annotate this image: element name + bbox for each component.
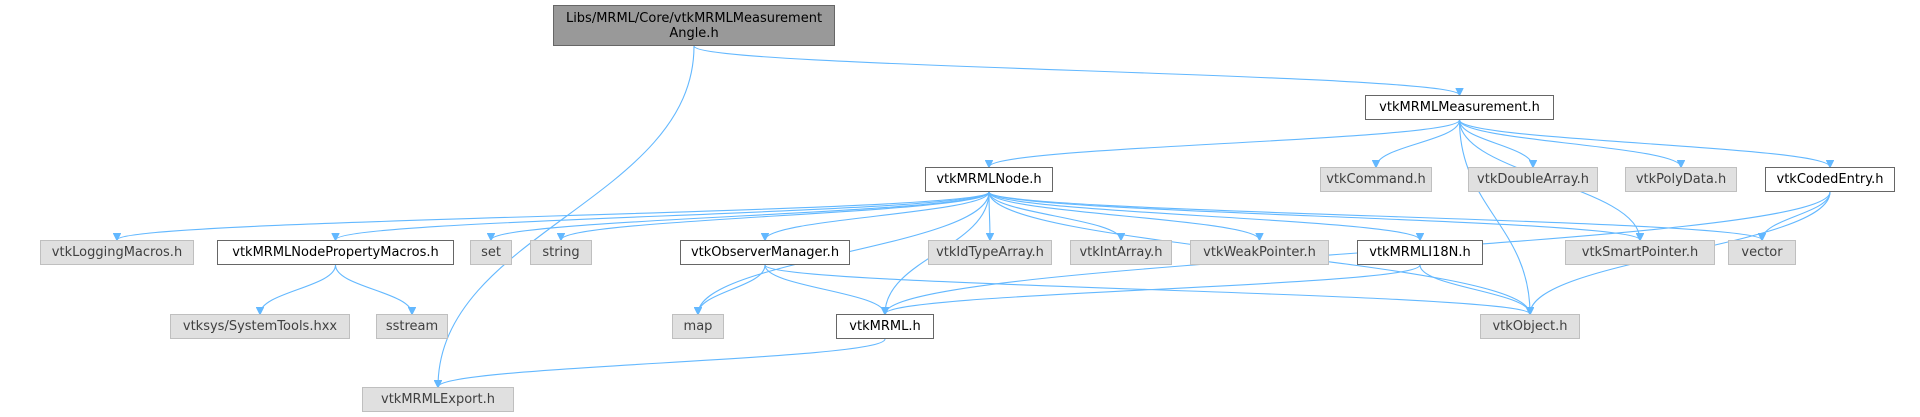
edge-codedentry-to-vector [1762, 191, 1831, 240]
node-label: vtkWeakPointer.h [1203, 245, 1316, 260]
node-root-file: Libs/MRML/Core/vtkMRMLMeasurement Angle.… [553, 5, 835, 46]
node-label: vtkMRML.h [849, 319, 921, 334]
node-vtkmrmlmeasurement[interactable]: vtkMRMLMeasurement.h [1365, 95, 1554, 120]
node-label: vtkIdTypeArray.h [936, 245, 1044, 260]
node-vtkintarray: vtkIntArray.h [1070, 240, 1172, 265]
node-label: vtkCodedEntry.h [1776, 172, 1884, 187]
edge-node-to-loggingmacros [117, 191, 990, 240]
edge-node-to-string [561, 191, 990, 240]
node-vtkmrmli18n[interactable]: vtkMRMLI18N.h [1357, 240, 1483, 265]
node-vtksmartpointer: vtkSmartPointer.h [1565, 240, 1715, 265]
edge-observermanager-to-map [698, 264, 766, 314]
edge-node-to-i18n [988, 191, 1420, 240]
node-label: vtkObserverManager.h [690, 245, 840, 260]
node-label: vtkMRMLNode.h [936, 172, 1042, 187]
edge-node-to-smartpointer [988, 191, 1640, 240]
edge-nodepropertymacros-to-sstream [334, 264, 413, 314]
node-vtksys-systemtools: vtksys/SystemTools.hxx [170, 314, 350, 339]
node-vtkweakpointer: vtkWeakPointer.h [1190, 240, 1329, 265]
edge-measurement-to-doublearray [1458, 119, 1534, 167]
node-vtkmrmlnodepropertymacros[interactable]: vtkMRMLNodePropertyMacros.h [217, 240, 454, 265]
edge-node-to-intarray [988, 191, 1121, 240]
edge-root-to-export [438, 45, 695, 387]
node-vector: vector [1728, 240, 1796, 265]
node-sstream: sstream [376, 314, 448, 339]
edge-node-to-set [491, 191, 990, 240]
node-vtkdoublearray: vtkDoubleArray.h [1468, 167, 1598, 192]
edge-node-to-weakpointer [988, 191, 1260, 240]
node-label: map [683, 319, 713, 334]
node-label: set [481, 245, 501, 260]
node-vtkmrmlexport: vtkMRMLExport.h [362, 387, 514, 412]
node-label: vtkMRMLNodePropertyMacros.h [232, 245, 439, 260]
node-vtkpolydata: vtkPolyData.h [1625, 167, 1737, 192]
node-vtkcommand: vtkCommand.h [1320, 167, 1432, 192]
edge-node-to-observermanager [765, 191, 990, 240]
edge-node-to-vector [988, 191, 1762, 240]
node-label: vtkMRMLExport.h [381, 392, 495, 407]
edge-root-to-measurement [693, 45, 1460, 95]
edge-mrml-to-export [438, 338, 886, 387]
node-label: vector [1741, 245, 1783, 260]
edge-measurement-to-command [1376, 119, 1461, 167]
node-vtkloggingmacros: vtkLoggingMacros.h [40, 240, 194, 265]
edge-measurement-to-node [989, 119, 1461, 167]
node-label: vtksys/SystemTools.hxx [182, 319, 338, 334]
edge-measurement-to-polydata [1458, 119, 1682, 167]
edge-node-to-idtypearray [989, 191, 990, 240]
node-label: vtkMRMLI18N.h [1369, 245, 1471, 260]
node-string: string [530, 240, 592, 265]
edge-i18n-to-object [1419, 264, 1530, 314]
node-set: set [470, 240, 512, 265]
edge-measurement-to-object [1458, 119, 1531, 314]
edge-node-to-nodepropertymacros [336, 191, 990, 240]
node-label: vtkCommand.h [1326, 172, 1426, 187]
node-vtkmrmlnode[interactable]: vtkMRMLNode.h [925, 167, 1053, 192]
node-label: Libs/MRML/Core/vtkMRMLMeasurement Angle.… [565, 10, 823, 41]
node-map: map [672, 314, 724, 339]
node-vtkobject: vtkObject.h [1480, 314, 1580, 339]
node-label: vtkMRMLMeasurement.h [1379, 100, 1540, 115]
node-label: vtkIntArray.h [1079, 245, 1163, 260]
edge-measurement-to-codedentry [1458, 119, 1831, 167]
node-vtkmrml[interactable]: vtkMRML.h [836, 314, 934, 339]
edge-observermanager-to-mrml [764, 264, 885, 314]
node-label: vtkSmartPointer.h [1581, 245, 1699, 260]
node-label: sstream [385, 319, 439, 334]
node-vtkcodedentry[interactable]: vtkCodedEntry.h [1765, 167, 1895, 192]
node-label: vtkLoggingMacros.h [51, 245, 183, 260]
node-label: string [542, 245, 580, 260]
edge-nodepropertymacros-to-systemtools [260, 264, 337, 314]
node-label: vtkPolyData.h [1635, 172, 1727, 187]
edge-i18n-to-mrml [885, 264, 1421, 314]
node-label: vtkDoubleArray.h [1477, 172, 1589, 187]
node-vtkobservermanager[interactable]: vtkObserverManager.h [680, 240, 850, 265]
node-vtkidtypearray: vtkIdTypeArray.h [928, 240, 1052, 265]
node-label: vtkObject.h [1492, 319, 1568, 334]
